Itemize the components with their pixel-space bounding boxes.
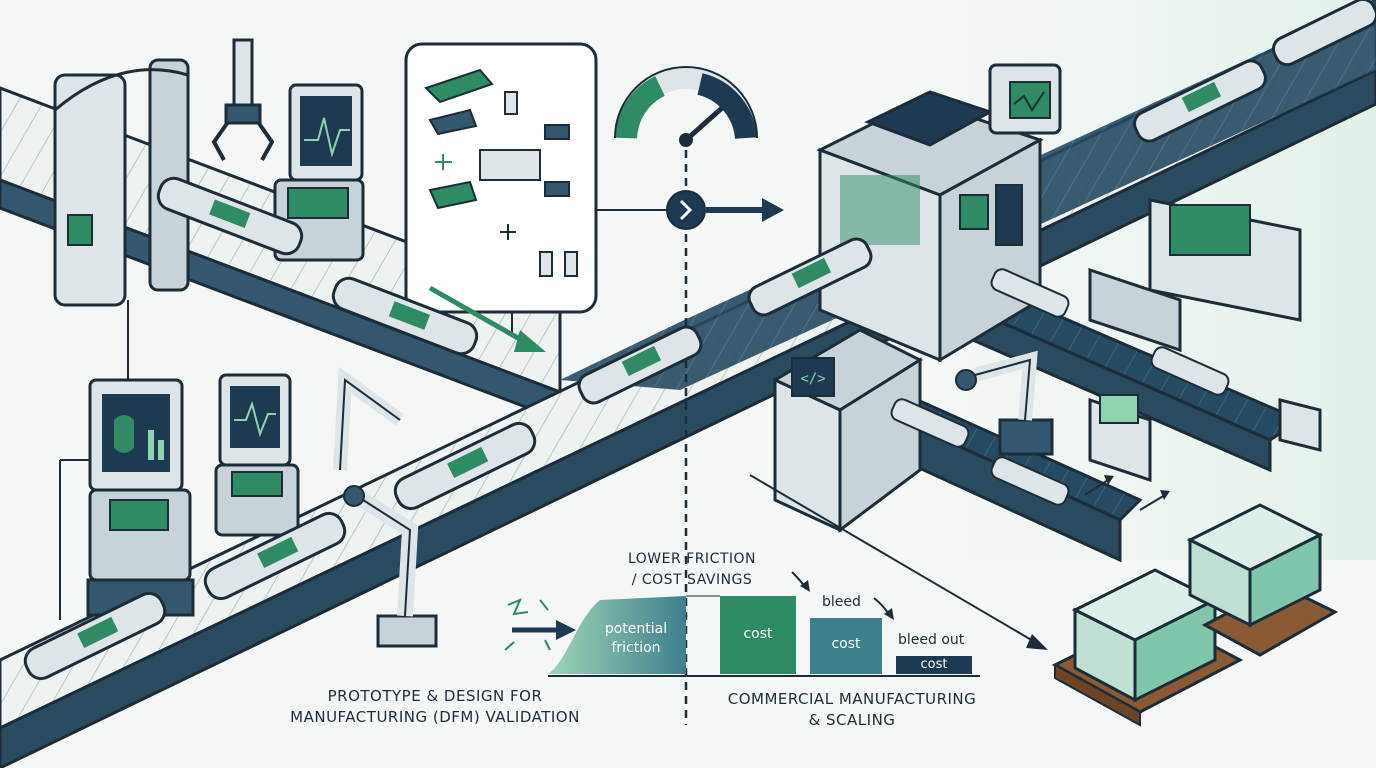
cost-bar-1-label: cost <box>743 626 773 642</box>
potential-friction-area <box>548 596 686 674</box>
shipping-pallets <box>1051 503 1339 727</box>
commercial-stage-line2: & SCALING <box>808 711 896 729</box>
flow-connector <box>59 209 668 620</box>
monitor-station-top <box>273 83 365 262</box>
cost-savings-line2: / COST SAVINGS <box>631 572 753 588</box>
next-stage-icon <box>666 190 784 230</box>
cost-savings-line1: LOWER FRICTION <box>627 551 757 567</box>
cost-bar-3 <box>896 656 972 674</box>
robot-arm-right <box>955 350 1054 456</box>
cost-savings-label: LOWER FRICTION / COST SAVINGS <box>602 549 782 591</box>
prototype-scanner-arch <box>53 58 190 307</box>
cost-bar-1 <box>720 596 796 674</box>
bleed-label: bleed <box>822 594 861 610</box>
devices-on-belts <box>23 0 1376 681</box>
potential-friction-line1: potential <box>604 621 668 637</box>
cost-chart <box>504 571 980 677</box>
shipping-arrows <box>749 474 1170 650</box>
dfm-parts-panel <box>404 42 598 314</box>
prototype-stage-label: PROTOTYPE & DESIGN FOR MANUFACTURING (DF… <box>270 686 600 728</box>
commercial-stage-label: COMMERCIAL MANUFACTURING & SCALING <box>712 689 992 731</box>
cost-bar-3-label: cost <box>920 657 948 672</box>
potential-friction-line2: friction <box>611 640 661 656</box>
monitor-station-center <box>214 373 300 537</box>
friction-spark-icon <box>504 598 576 651</box>
cost-bar-2-label: cost <box>831 636 861 652</box>
robot-arm-left <box>333 366 438 648</box>
svg-text:</>: </> <box>800 371 825 387</box>
monitor-station-left <box>86 378 195 617</box>
green-flow-arrow <box>428 285 546 352</box>
prototype-stage-line2: MANUFACTURING (DFM) VALIDATION <box>290 708 580 726</box>
top-monitor <box>988 63 1062 135</box>
cost-bar-2 <box>810 618 882 674</box>
packaging-station <box>1088 198 1322 483</box>
robot-claw <box>211 38 275 161</box>
commercial-stage-line1: COMMERCIAL MANUFACTURING <box>727 690 977 708</box>
bleed-out-label: bleed out <box>898 632 965 648</box>
commercial-machine <box>816 90 1044 363</box>
potential-friction-label: potential friction <box>586 620 686 658</box>
prototype-stage-line1: PROTOTYPE & DESIGN FOR <box>327 687 543 705</box>
speed-gauge <box>614 66 758 147</box>
